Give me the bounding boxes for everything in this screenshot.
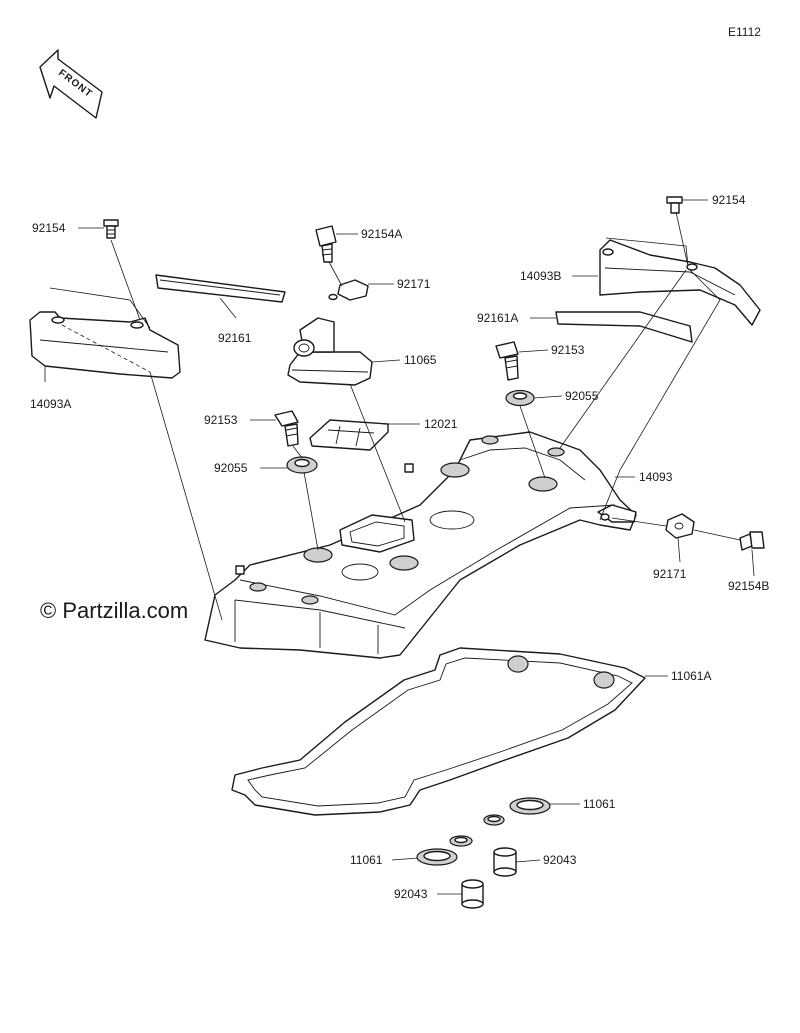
label-92154B: 92154B <box>728 579 769 593</box>
label-14093B: 14093B <box>520 269 561 283</box>
plate-12021[interactable] <box>309 419 389 451</box>
dowel-92043-left[interactable] <box>461 879 484 909</box>
cylinder-head-cover-14093[interactable] <box>204 431 637 659</box>
oring-11061-right[interactable] <box>483 797 551 826</box>
bolt-92154-left[interactable] <box>103 219 119 239</box>
label-92154-left: 92154 <box>32 221 66 235</box>
leader-lines <box>44 199 755 895</box>
label-11061A: 11061A <box>671 669 711 683</box>
cover-14093B[interactable] <box>599 239 761 326</box>
bolt-92153-right[interactable] <box>495 341 519 381</box>
bolt-92153-left[interactable] <box>274 410 299 447</box>
bolt-92154B[interactable] <box>739 531 765 551</box>
label-92153-left: 92153 <box>204 413 238 427</box>
label-92055-left: 92055 <box>214 461 248 475</box>
label-92043-left: 92043 <box>394 887 428 901</box>
label-92161A: 92161A <box>477 311 518 325</box>
front-arrow-icon: FRONT <box>39 49 103 119</box>
clamp-92171-top[interactable] <box>328 279 369 301</box>
bolt-92154A[interactable] <box>315 225 337 263</box>
dowel-92043-right[interactable] <box>493 847 517 877</box>
label-92043-right: 92043 <box>543 853 577 867</box>
clamp-92171-right[interactable] <box>665 513 695 539</box>
oring-11061-left[interactable] <box>416 835 473 866</box>
bolt-92154-right[interactable] <box>666 196 683 214</box>
strip-92161[interactable] <box>155 274 286 303</box>
label-92154-right: 92154 <box>712 193 746 207</box>
label-92161: 92161 <box>218 331 252 345</box>
label-92154A: 92154A <box>361 227 402 241</box>
label-14093: 14093 <box>639 470 673 484</box>
gasket-11061A[interactable] <box>231 647 646 816</box>
cover-14093A[interactable] <box>29 311 181 379</box>
label-12021: 12021 <box>424 417 458 431</box>
callout-labels: 92154 92154A 92154 14093B 92171 92161 92… <box>30 193 769 901</box>
watermark: © Partzilla.com <box>40 598 188 623</box>
label-92171-right: 92171 <box>653 567 687 581</box>
label-92055-right: 92055 <box>565 389 599 403</box>
diagram-code: E1112 <box>728 25 761 39</box>
label-11061-left: 11061 <box>350 853 383 867</box>
strip-92161A[interactable] <box>555 311 693 343</box>
washer-92055-right[interactable] <box>505 389 535 407</box>
label-92153-right: 92153 <box>551 343 585 357</box>
label-92171-top: 92171 <box>397 277 431 291</box>
breather-cover-11065[interactable] <box>287 317 373 386</box>
label-14093A: 14093A <box>30 397 71 411</box>
washer-92055-left[interactable] <box>286 456 318 474</box>
label-11061-right: 11061 <box>583 797 616 811</box>
label-11065: 11065 <box>404 353 437 367</box>
